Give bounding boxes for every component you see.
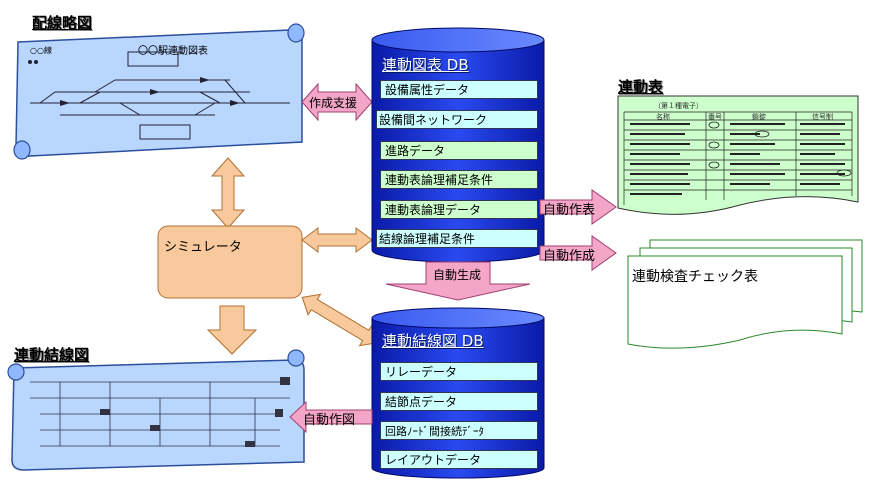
interlock-table-subtitle: （第１種電子） [654, 102, 703, 110]
auto-make-arrow [539, 235, 617, 271]
db1-row-3: 進路データ [380, 141, 538, 160]
down-arrow-sim [206, 305, 258, 355]
check-table-doc [627, 239, 863, 349]
double-arrow-vertical [210, 157, 246, 229]
db1-title: 連動図表 DB [382, 56, 469, 74]
auto-gen-arrow [385, 261, 531, 301]
db1-row-1: 設備属性データ [380, 80, 538, 99]
db2-title: 連動結線図 DB [382, 332, 484, 350]
db1-row-5: 連動表論理データ [380, 200, 538, 219]
auto-table-arrow [539, 189, 617, 225]
top-scroll-title: 配線略図 [32, 14, 93, 32]
bottom-scroll [7, 349, 305, 471]
support-arrow-label: 作成支援 [309, 96, 358, 110]
interlock-table-doc [617, 95, 859, 215]
top-scroll-inner-label: 〇〇駅連動図表 [138, 46, 208, 57]
db1-row-2: 設備間ネットワーク [376, 110, 538, 129]
simulator-label: シミュレータ [164, 240, 242, 255]
double-arrow-sim-db2 [301, 293, 379, 347]
auto-gen-arrow-label: 自動生成 [433, 268, 482, 282]
interlock-table-header-name: 名称 [656, 113, 670, 121]
db1-row-6: 結線論理補足条件 [376, 229, 538, 248]
simulator-box [157, 225, 303, 299]
top-scroll [13, 23, 305, 160]
db2-row-2: 結節点データ [380, 392, 538, 411]
db2-row-4: レイアウトデータ [380, 450, 538, 469]
interlock-table-header-lock: 鎖錠 [752, 113, 766, 121]
auto-make-arrow-label: 自動作成 [543, 249, 596, 264]
interlock-table-title: 連動表 [618, 78, 664, 96]
top-scroll-corner-label: ○○線 [30, 46, 52, 55]
auto-draw-arrow [289, 400, 373, 434]
db2-row-3: 回路ﾉｰﾄﾞ間接続ﾃﾞｰﾀ [380, 421, 538, 440]
auto-table-arrow-label: 自動作表 [543, 203, 596, 218]
auto-draw-arrow-label: 自動作図 [303, 413, 356, 428]
check-table-label: 連動検査チェック表 [632, 269, 758, 285]
interlock-table-header-number: 番号 [708, 113, 722, 121]
bottom-scroll-title: 連動結線図 [14, 346, 90, 364]
interlock-table-header-signal: 信号制 [812, 113, 833, 121]
db1-row-4: 連動表論理補足条件 [380, 170, 538, 189]
double-arrow-sim-db1 [301, 227, 373, 253]
db2-row-1: リレーデータ [380, 362, 538, 381]
